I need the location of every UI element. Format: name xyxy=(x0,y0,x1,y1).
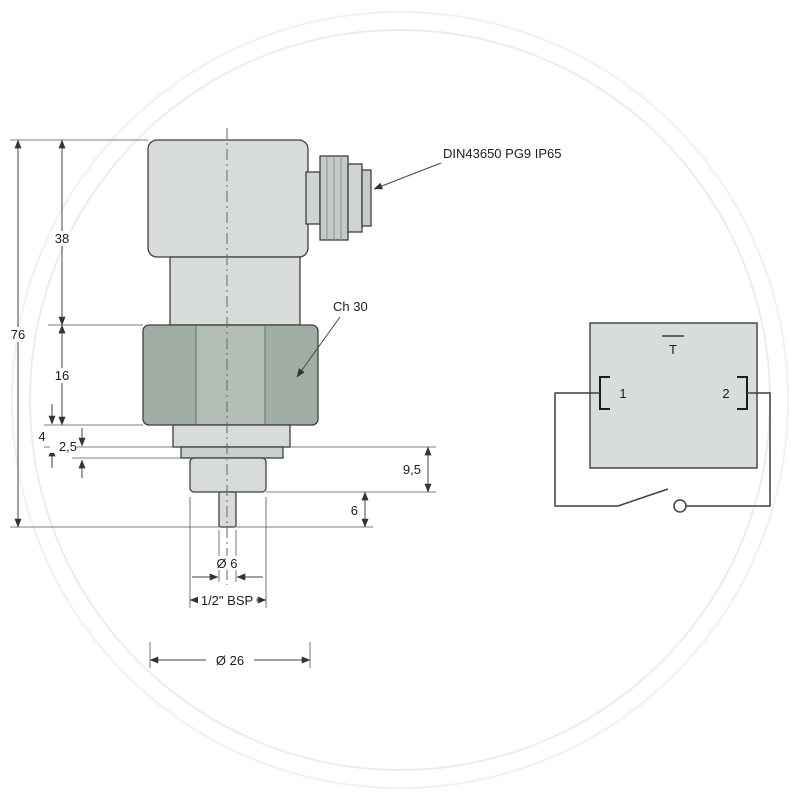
hex-mid-facet xyxy=(196,326,265,424)
schematic-box xyxy=(589,322,758,469)
ch30-callout: Ch 30 xyxy=(296,299,368,378)
terminal-2-label: 2 xyxy=(722,386,729,401)
washer xyxy=(180,446,284,459)
dim-label: 38 xyxy=(55,231,69,246)
dim-tip-diameter: Ø 6 xyxy=(192,556,263,581)
dim-label: 9,5 xyxy=(403,462,421,477)
mounting-flange xyxy=(172,424,291,448)
device-view xyxy=(142,128,372,585)
upper-body xyxy=(169,256,301,326)
thermostat-symbol: T xyxy=(662,335,684,357)
dim-label: 2,5 xyxy=(59,439,77,454)
dim-label: 6 xyxy=(351,503,358,518)
switch-blade xyxy=(617,488,669,507)
switch-contact xyxy=(673,499,687,513)
connector-callout-label: DIN43650 PG9 IP65 xyxy=(443,146,562,161)
dim-label: 1/2" BSP xyxy=(201,593,253,608)
wire-right xyxy=(686,392,771,507)
dim-label: Ø 26 xyxy=(216,653,244,668)
terminal-1-label: 1 xyxy=(619,386,626,401)
dim-base-diameter: Ø 26 xyxy=(149,652,311,668)
din-callout: DIN43650 PG9 IP65 xyxy=(373,146,562,190)
cable-gland xyxy=(305,155,372,241)
gland-end xyxy=(361,169,372,227)
dim-thread-spec: 1/2" BSP xyxy=(189,592,267,608)
hex-nut xyxy=(142,324,319,426)
dim-thread-length: 9,5 xyxy=(403,446,432,493)
wires xyxy=(554,392,771,513)
dimensions: 76 38 16 4 2,5 xyxy=(7,139,562,668)
dim-label: 4 xyxy=(38,429,45,444)
wire-left xyxy=(554,392,618,507)
dim-label: 76 xyxy=(11,327,25,342)
threaded-section xyxy=(189,457,267,493)
dim-body-height: 38 xyxy=(50,139,75,326)
dim-flange-thickness: 4 xyxy=(34,404,56,468)
gland-neck xyxy=(305,171,321,225)
dim-hex-height: 16 xyxy=(50,324,75,426)
hex-callout-label: Ch 30 xyxy=(333,299,368,314)
dim-tip-length: 6 xyxy=(351,491,369,528)
circuit-schematic: T 1 2 xyxy=(554,322,771,513)
dim-washer-thickness: 2,5 xyxy=(50,428,86,478)
connector-housing xyxy=(147,139,309,258)
dim-label: Ø 6 xyxy=(217,556,238,571)
dim-overall-height: 76 xyxy=(7,139,30,528)
thermostat-label: T xyxy=(669,342,677,357)
gland-collar xyxy=(347,163,363,233)
dim-label: 16 xyxy=(55,368,69,383)
